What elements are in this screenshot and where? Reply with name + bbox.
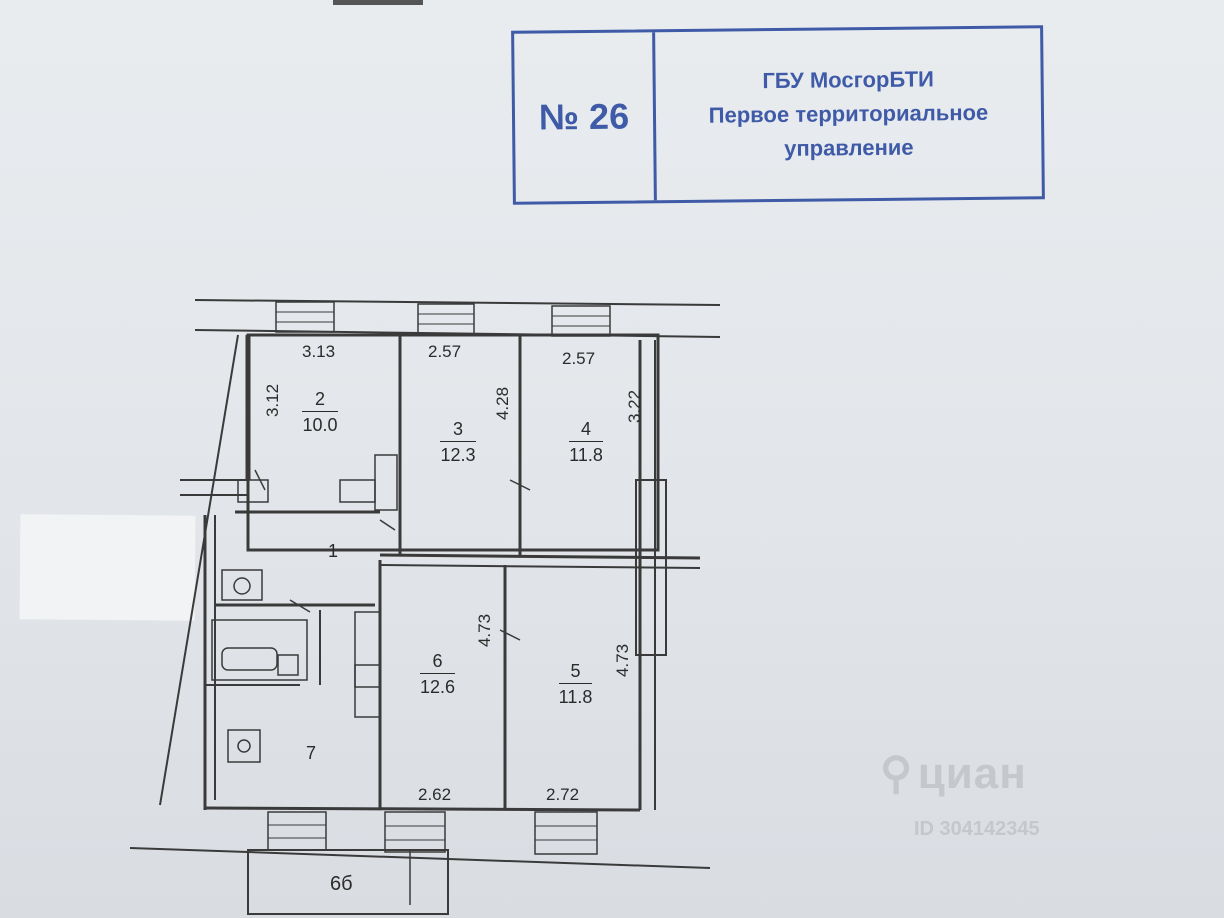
cian-watermark: ⚲ циан ID 304142345 [880,748,1040,840]
room-1: 1 [318,540,348,563]
dim-room2-height: 3.12 [263,383,283,418]
room-number: 2 [314,389,325,409]
room-number: 1 [327,541,338,561]
location-pin-icon: ⚲ [880,749,914,798]
room-4: 4 11.8 [560,418,612,466]
dim-room6-width: 2.62 [418,785,452,804]
room-number: 3 [452,419,463,439]
room-number: 7 [305,743,316,763]
room-area: 11.8 [569,440,603,467]
building-label: 6б [330,873,353,895]
dim-room2-width: 3.13 [302,342,336,361]
room-3: 3 12.3 [432,418,484,466]
room-area: 12.3 [440,440,476,467]
top-edge-mark [333,0,423,5]
watermark-brand: циан [917,749,1027,798]
room-7: 7 [296,742,326,765]
room-6: 6 12.6 [410,650,465,698]
dim-room4-height: 3.22 [625,389,645,424]
room-number: 6 [432,651,443,671]
dim-room6-height: 4.73 [475,613,495,648]
room-2: 2 10.0 [296,388,344,436]
room-area: 12.6 [419,672,456,699]
dim-room5-height: 4.73 [613,643,633,678]
dim-room5-width: 2.72 [546,785,580,804]
room-5: 5 11.8 [548,660,603,708]
room-number: 4 [580,419,591,439]
watermark-id: ID 304142345 [914,818,1040,840]
dim-room4-width: 2.57 [562,349,596,368]
dim-room3-height: 4.28 [493,386,513,421]
room-area: 10.0 [302,410,338,437]
dim-room3-width: 2.57 [428,342,462,361]
room-number: 5 [570,661,581,681]
room-area: 11.8 [558,682,593,709]
